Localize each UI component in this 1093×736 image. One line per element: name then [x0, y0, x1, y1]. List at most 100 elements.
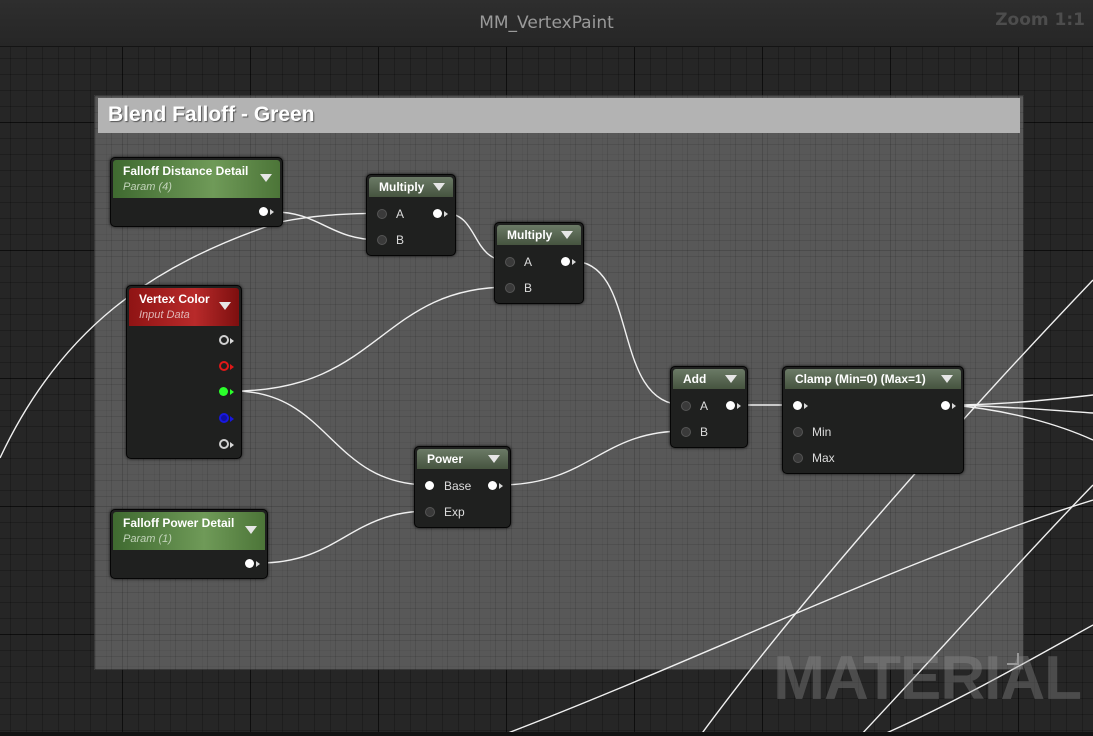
node-clamp[interactable]: Clamp (Min=0) (Max=1) Min Max [782, 366, 964, 474]
node-vertex-color[interactable]: Vertex Color Input Data [126, 285, 242, 459]
comment-resize-grip[interactable] [1007, 653, 1019, 665]
chevron-down-icon[interactable] [260, 174, 272, 182]
wire-offscreen-4 [879, 624, 1093, 736]
node-header[interactable]: Falloff Power Detail Param (1) [113, 512, 265, 550]
chevron-down-icon[interactable] [561, 231, 573, 239]
wire-clamp-out-3 [950, 404, 1093, 441]
chevron-down-icon[interactable] [941, 375, 953, 383]
pin-label-a: A [700, 399, 709, 413]
chevron-down-icon[interactable] [725, 375, 737, 383]
node-title: Power [427, 452, 464, 466]
input-pin-exp[interactable] [425, 507, 435, 517]
chevron-down-icon[interactable] [245, 526, 257, 534]
wire-offscreen-2 [499, 499, 1093, 736]
pin-arrow-icon [230, 442, 234, 448]
chevron-down-icon[interactable] [219, 302, 231, 310]
node-add[interactable]: Add A B [670, 366, 748, 448]
zoom-level-label: Zoom 1:1 [995, 10, 1085, 30]
output-pin-rgb[interactable] [219, 335, 229, 345]
pin-label-min: Min [812, 425, 832, 439]
node-falloff-distance-detail[interactable]: Falloff Distance Detail Param (4) [110, 157, 283, 227]
input-pin-max[interactable] [793, 453, 803, 463]
pin-arrow-icon [230, 389, 234, 395]
pin-arrow-icon [270, 209, 274, 215]
input-pin-b[interactable] [505, 283, 515, 293]
node-title: Multiply [507, 228, 553, 242]
graph-title-bar: MM_VertexPaint Zoom 1:1 [0, 0, 1093, 47]
wire-distance-to-mult1-b [273, 211, 381, 241]
output-pin-red[interactable] [219, 361, 229, 371]
wire-power-to-add-b [498, 430, 685, 486]
node-multiply-2[interactable]: Multiply A B [494, 222, 584, 304]
wire-power-param-to-power-exp [258, 510, 430, 564]
pin-label-a: A [524, 255, 533, 269]
node-title: Falloff Power Detail [123, 516, 235, 530]
pin-label-b: B [700, 425, 709, 439]
output-pin-green[interactable] [219, 387, 228, 396]
output-pin[interactable] [259, 207, 268, 216]
pin-label-max: Max [812, 451, 835, 465]
pin-label-b: B [396, 233, 405, 247]
pin-arrow-icon [499, 483, 503, 489]
material-watermark: MATERIAL [773, 644, 1082, 713]
pin-label-a: A [396, 207, 405, 221]
input-pin-value[interactable] [793, 401, 802, 410]
output-pin[interactable] [488, 481, 497, 490]
wire-offscreen-3 [859, 484, 1093, 736]
input-pin-b[interactable] [377, 235, 387, 245]
node-header[interactable]: Vertex Color Input Data [129, 288, 239, 326]
pin-arrow-icon [952, 403, 956, 409]
node-falloff-power-detail[interactable]: Falloff Power Detail Param (1) [110, 509, 268, 579]
input-pin-b[interactable] [681, 427, 691, 437]
wire-offscreen-1 [699, 279, 1093, 736]
input-pin-base[interactable] [425, 481, 434, 490]
pin-arrow-icon [230, 364, 234, 370]
wire-offscreen-left [0, 212, 381, 459]
pin-label-b: B [524, 281, 533, 295]
node-header[interactable]: Clamp (Min=0) (Max=1) [785, 369, 961, 389]
window-bottom-edge [0, 732, 1093, 736]
wire-vertex-green-to-mult2-b [233, 286, 510, 392]
comment-title: Blend Falloff - Green [108, 103, 315, 126]
pin-arrow-icon [572, 259, 576, 265]
wire-mult2-to-add-a [571, 260, 685, 406]
input-pin-a[interactable] [505, 257, 515, 267]
wire-vertex-green-to-power-base [233, 390, 430, 486]
node-header[interactable]: Power [417, 449, 508, 469]
wire-clamp-out-1 [950, 394, 1093, 406]
node-subtitle: Input Data [139, 309, 190, 321]
output-pin[interactable] [433, 209, 442, 218]
pin-arrow-icon [444, 211, 448, 217]
output-pin-blue[interactable] [219, 413, 229, 423]
node-header[interactable]: Multiply [497, 225, 581, 245]
input-pin-min[interactable] [793, 427, 803, 437]
pin-arrow-icon [737, 403, 741, 409]
node-title: Vertex Color [139, 292, 210, 306]
output-pin-alpha[interactable] [219, 439, 229, 449]
pin-arrow-icon [804, 403, 808, 409]
comment-header[interactable]: Blend Falloff - Green [98, 98, 1020, 133]
node-power[interactable]: Power Base Exp [414, 446, 511, 528]
node-title: Clamp (Min=0) (Max=1) [795, 372, 926, 386]
chevron-down-icon[interactable] [488, 455, 500, 463]
input-pin-a[interactable] [377, 209, 387, 219]
pin-label-exp: Exp [444, 505, 465, 519]
output-pin[interactable] [245, 559, 254, 568]
output-pin[interactable] [726, 401, 735, 410]
output-pin[interactable] [941, 401, 950, 410]
node-subtitle: Param (1) [123, 533, 172, 545]
chevron-down-icon[interactable] [433, 183, 445, 191]
input-pin-a[interactable] [681, 401, 691, 411]
pin-arrow-icon [230, 338, 234, 344]
node-header[interactable]: Add [673, 369, 745, 389]
node-header[interactable]: Falloff Distance Detail Param (4) [113, 160, 280, 198]
pin-arrow-icon [230, 416, 234, 422]
node-subtitle: Param (4) [123, 181, 172, 193]
node-multiply-1[interactable]: Multiply A B [366, 174, 456, 256]
output-pin[interactable] [561, 257, 570, 266]
pin-label-base: Base [444, 479, 472, 493]
node-header[interactable]: Multiply [369, 177, 453, 197]
pin-arrow-icon [256, 561, 260, 567]
